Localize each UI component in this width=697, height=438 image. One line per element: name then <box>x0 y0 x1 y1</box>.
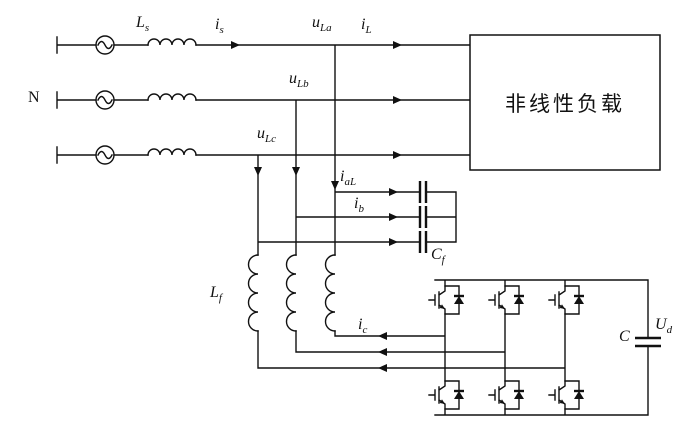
label-comp-current: ic <box>358 317 367 336</box>
nonlinear-load-box <box>469 34 661 171</box>
label-load-current: iL <box>361 17 372 36</box>
nonlinear-load-label: 非线性负载 <box>505 91 625 116</box>
label-source-current: is <box>215 17 224 36</box>
var-main: i <box>340 168 345 185</box>
var-main: u <box>257 125 265 142</box>
var-main: u <box>312 14 320 31</box>
label-source-inductance: Ls <box>136 15 149 34</box>
var-main: C <box>619 328 630 345</box>
ac-source-c-icon <box>95 145 115 165</box>
var-main: i <box>354 195 359 212</box>
igbt-diode-pair-bottom-1 <box>427 379 466 411</box>
var-sub: c <box>362 324 368 337</box>
label-voltage-c: uLc <box>257 126 276 145</box>
label-current-b: ib <box>354 196 364 215</box>
var-main: N <box>28 89 40 106</box>
var-sub: Lb <box>297 78 309 91</box>
var-sub: Lc <box>265 133 276 146</box>
var-sub: La <box>320 22 332 35</box>
label-neutral: N <box>28 90 40 109</box>
var-main: L <box>210 284 219 301</box>
var-sub: f <box>218 292 222 305</box>
var-main: i <box>361 16 366 33</box>
arrowheads <box>231 41 402 372</box>
wires <box>56 36 649 416</box>
var-main: U <box>655 316 667 333</box>
label-voltage-a: uLa <box>312 15 332 34</box>
var-sub: d <box>666 324 673 337</box>
ac-source-a-icon <box>95 35 115 55</box>
var-sub: f <box>441 254 445 267</box>
igbt-diode-pair-top-1 <box>427 284 466 316</box>
filter-capacitor-icons <box>418 181 428 253</box>
label-filter-cap: Cf <box>431 247 445 266</box>
var-main: i <box>358 316 363 333</box>
var-main: C <box>431 246 442 263</box>
igbt-diode-pair-bottom-3 <box>547 379 586 411</box>
source-inductor-icons <box>147 38 197 156</box>
label-voltage-b: uLb <box>289 71 309 90</box>
var-sub: b <box>358 203 364 216</box>
label-current-aL: iaL <box>340 169 356 188</box>
label-dc-cap: C <box>619 329 630 348</box>
label-dc-voltage: Ud <box>655 317 672 336</box>
dc-capacitor-icon <box>635 336 661 348</box>
var-main: L <box>136 14 145 31</box>
igbt-diode-pair-bottom-2 <box>487 379 526 411</box>
var-sub: s <box>219 24 224 37</box>
label-filter-inductance: Lf <box>210 285 222 304</box>
var-main: u <box>289 70 297 87</box>
var-main: i <box>215 16 220 33</box>
igbt-diode-pair-top-2 <box>487 284 526 316</box>
ac-source-b-icon <box>95 90 115 110</box>
var-sub: L <box>365 24 372 37</box>
filter-inductor-icons <box>247 254 336 332</box>
igbt-diode-pair-top-3 <box>547 284 586 316</box>
var-sub: s <box>144 22 150 35</box>
var-sub: aL <box>344 176 357 189</box>
